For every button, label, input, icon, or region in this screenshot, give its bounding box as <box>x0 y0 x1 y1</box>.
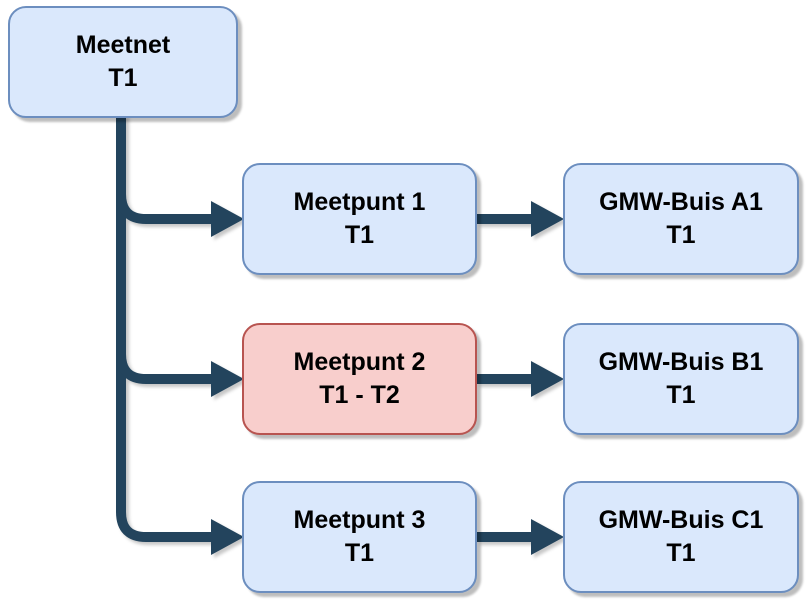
node-gmw-buis-a1: GMW-Buis A1 T1 <box>563 163 799 275</box>
edge-meetnet-to-meetpunt2 <box>116 353 214 384</box>
node-meetpunt1: Meetpunt 1 T1 <box>242 163 477 275</box>
node-meetpunt3-title: Meetpunt 3 <box>293 506 426 534</box>
node-meetpunt2-subtitle: T1 - T2 <box>319 381 400 409</box>
arrowhead-gmw-c1 <box>531 519 564 555</box>
node-meetnet-subtitle: T1 <box>108 64 138 92</box>
node-meetpunt1-subtitle: T1 <box>344 221 375 249</box>
node-meetpunt2-title: Meetpunt 2 <box>293 348 426 376</box>
node-gmw-buis-b1-subtitle: T1 <box>666 381 696 409</box>
node-meetpunt1-title: Meetpunt 1 <box>293 188 426 216</box>
node-gmw-buis-b1-title: GMW-Buis B1 <box>598 348 764 376</box>
node-gmw-buis-c1-subtitle: T1 <box>666 539 696 567</box>
node-gmw-buis-b1: GMW-Buis B1 T1 <box>563 323 799 435</box>
node-meetpunt2: Meetpunt 2 T1 - T2 <box>242 323 477 435</box>
node-meetpunt3: Meetpunt 3 T1 <box>242 481 477 593</box>
arrowhead-gmw-a1 <box>531 201 564 237</box>
node-meetpunt3-subtitle: T1 <box>344 539 375 567</box>
edge-meetnet-to-meetpunt1 <box>116 193 214 224</box>
arrowhead-meetpunt3 <box>211 519 244 555</box>
arrowhead-meetpunt1 <box>211 201 244 237</box>
node-meetnet: Meetnet T1 <box>8 6 238 118</box>
node-gmw-buis-a1-subtitle: T1 <box>666 221 696 249</box>
arrowhead-gmw-b1 <box>531 361 564 397</box>
edge-group <box>116 114 564 555</box>
arrowhead-meetpunt2 <box>211 361 244 397</box>
node-meetnet-title: Meetnet <box>75 31 171 59</box>
node-gmw-buis-c1: GMW-Buis C1 T1 <box>563 481 799 593</box>
node-gmw-buis-a1-title: GMW-Buis A1 <box>599 188 763 216</box>
node-gmw-buis-c1-title: GMW-Buis C1 <box>598 506 764 534</box>
edge-meetnet-to-meetpunt3 <box>116 114 214 542</box>
